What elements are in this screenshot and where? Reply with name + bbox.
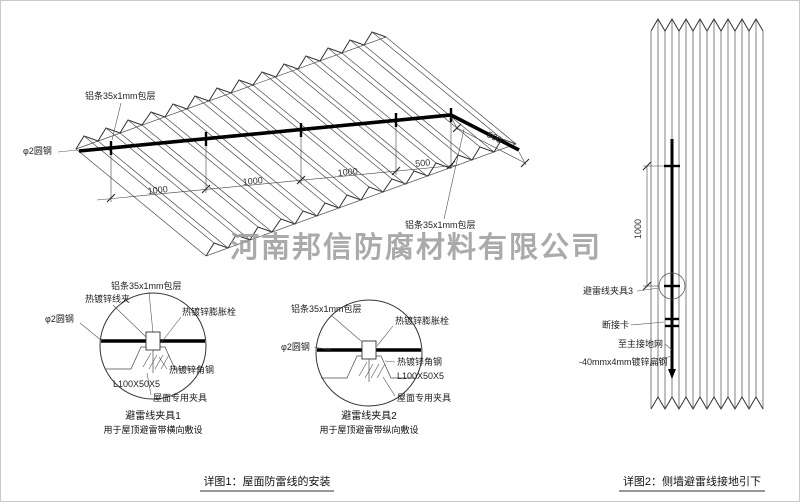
wall-dim-1000: 1000: [633, 219, 643, 239]
roof-isometric-view: 1000 1000 1000 500 500 铝条35x1mm包层 φ2圆钢 铝…: [23, 31, 530, 257]
detail-2-callout-circle: [315, 299, 423, 407]
roof-slope-dimension: 500: [450, 116, 530, 168]
detail-1-label-alu-strip: 铝条35x1mm包层: [111, 280, 182, 291]
detail-2-label-round-steel-red: φ2圆钢: [281, 341, 310, 352]
dim-500-1: 500: [415, 157, 431, 168]
detail-1-label-round-steel: φ2圆钢: [45, 313, 74, 324]
detail-2-label-roof-clamp: 屋面专用夹具: [397, 392, 451, 403]
caption-detail-1: 详图1：屋面防雷线的安装: [203, 474, 330, 488]
detail-1-clamp-body: [145, 331, 161, 351]
detail-1-label-roof-clamp: 屋面专用夹具: [153, 392, 207, 403]
captions: 详图1：屋面防雷线的安装 详图2：侧墙避雷线接地引下: [200, 474, 765, 492]
detail-1-label-angle-steel: 热镀锌角钢: [169, 364, 214, 375]
dim-500-2: 500: [485, 129, 503, 145]
ground-arrow: [668, 369, 676, 379]
detail-2-label-angle-steel: 热镀锌角钢: [397, 356, 442, 367]
company-watermark: 河南邦信防腐材料有限公司: [230, 231, 602, 264]
wall-leaders: [630, 287, 673, 362]
dim-1000-1: 1000: [147, 184, 168, 196]
detail-1-label-wire-clamp: 热镀锌线夹: [85, 293, 130, 304]
detail-2-label-angle-spec: L100X50X5: [397, 371, 444, 381]
detail-1-label-expansion-bolt: 热镀锌膨胀栓: [182, 306, 236, 317]
detail-1-label-angle-spec: L100X50X5: [113, 379, 160, 389]
roof-label-alu-strip-top: 铝条35x1mm包层: [85, 90, 156, 101]
roof-leader-lines: [57, 102, 465, 220]
disconnect-link: [665, 317, 679, 328]
detail-circle-1: 铝条35x1mm包层 热镀锌线夹 热镀锌膨胀栓 φ2圆钢 热镀锌角钢 L100X…: [45, 280, 236, 435]
detail-2-label-expansion-bolt: 热镀锌膨胀栓: [395, 315, 449, 326]
detail-2-title: 避雷线夹具2: [341, 409, 397, 422]
wall-elevation-view: 1000 避雷线夹具3 断接卡 至主接地网 -40mmx4mm镀锌扁钢: [579, 18, 764, 410]
lightning-wire-clamps: [109, 108, 453, 155]
wall-corrugation-lines: [650, 19, 764, 409]
wall-label-to-ground: 至主接地网: [618, 338, 663, 349]
dim-1000-3: 1000: [337, 166, 358, 178]
detail-2-hatching: [358, 361, 386, 379]
wall-top-edge: [650, 18, 764, 32]
detail-1-leaders: [79, 291, 182, 396]
wall-wire-clamps: [664, 164, 680, 288]
wall-dimension: 1000: [633, 161, 664, 291]
detail-2-clamp-body: [361, 340, 377, 360]
detail-2-red-leader: [313, 346, 332, 351]
wall-label-clamp3: 避雷线夹具3: [583, 285, 633, 296]
dim-1000-2: 1000: [242, 175, 263, 187]
wall-label-disconnect: 断接卡: [602, 319, 629, 330]
detail-1-callout-circle: [99, 292, 207, 400]
detail-1-subtitle: 用于屋顶避雷带横向敷设: [103, 424, 202, 435]
roof-label-alu-strip-bottom: 铝条35x1mm包层: [405, 219, 476, 230]
roof-corrugation-lines: [83, 31, 503, 249]
roof-label-round-steel: φ2圆钢: [23, 145, 52, 156]
detail-1-hatching: [142, 352, 170, 370]
detail-circle-2: 铝条35x1mm包层 热镀锌膨胀栓 φ2圆钢 热镀锌角钢 L100X50X5 屋…: [281, 299, 451, 435]
wall-label-flat-steel: -40mmx4mm镀锌扁钢: [579, 356, 668, 367]
detail-2-subtitle: 用于屋顶避雷带纵向敷设: [319, 424, 418, 435]
detail-2-label-alu-strip: 铝条35x1mm包层: [291, 303, 362, 314]
detail-2-leaders: [313, 314, 396, 397]
detail-1-title: 避雷线夹具1: [125, 409, 181, 422]
caption-detail-2: 详图2：侧墙避雷线接地引下: [623, 474, 761, 488]
roof-dimension-chain: 1000 1000 1000 500: [96, 122, 460, 203]
